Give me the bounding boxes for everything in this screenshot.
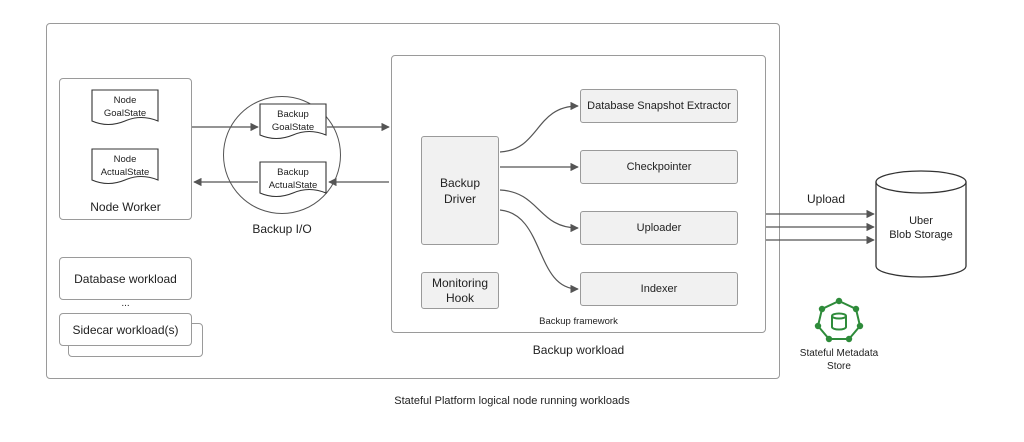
uploader-label: Uploader (636, 222, 682, 234)
backup-workload-label: Backup workload (532, 343, 625, 357)
indexer-label: Indexer (640, 283, 678, 295)
node-actualstate-label: Node ActualState (92, 153, 158, 179)
database-workload-label: Database workload (74, 271, 177, 286)
monitoring-hook-line2: Hook (445, 290, 474, 305)
blob-storage-line1: Uber (909, 215, 933, 227)
node-actualstate-line2: ActualState (100, 167, 150, 178)
node-worker-label: Node Worker (90, 200, 161, 214)
arrow-driver-to-uploader (499, 189, 579, 233)
indexer-box: Indexer (580, 272, 738, 306)
sidecar-workload-label: Sidecar workload(s) (72, 322, 179, 337)
metadata-store-icon (814, 297, 864, 343)
backup-goalstate-line1: Backup (277, 109, 309, 120)
workloads-ellipsis: ... (121, 298, 130, 309)
node-goalstate-label: Node GoalState (92, 94, 158, 120)
backup-driver-line2: Driver (444, 191, 476, 206)
diagram-caption: Stateful Platform logical node running w… (394, 395, 630, 407)
backup-actualstate-doc (259, 161, 327, 198)
backup-goalstate-label: Backup GoalState (260, 108, 326, 134)
backup-goalstate-doc (259, 103, 327, 140)
upload-label: Upload (806, 192, 846, 206)
metadata-store-line2: Store (827, 361, 851, 372)
monitoring-hook-line1: Monitoring (431, 275, 489, 290)
backup-driver-box: Backup Driver (421, 136, 499, 245)
backup-goalstate-line2: GoalState (271, 122, 315, 133)
checkpointer-label: Checkpointer (626, 161, 692, 173)
metadata-store-label: Stateful Metadata Store (784, 347, 894, 373)
backup-io-label: Backup I/O (252, 222, 312, 236)
snapshot-extractor-label: Database Snapshot Extractor (587, 100, 731, 112)
uploader-box: Uploader (580, 211, 738, 245)
node-actualstate-doc (91, 148, 159, 185)
blob-storage-cylinder (875, 170, 967, 278)
monitoring-hook-box: Monitoring Hook (421, 272, 499, 309)
backup-io-circle (223, 96, 341, 214)
backup-actualstate-line1: Backup (277, 167, 309, 178)
arrow-driver-to-indexer (499, 209, 579, 294)
arrow-driver-to-snapshot (499, 101, 579, 153)
backup-actualstate-label: Backup ActualState (260, 166, 326, 192)
node-goalstate-line2: GoalState (103, 108, 147, 119)
checkpointer-box: Checkpointer (580, 150, 738, 184)
metadata-store-line1: Stateful Metadata (799, 348, 879, 359)
node-goalstate-doc (91, 89, 159, 126)
backup-actualstate-line2: ActualState (268, 180, 318, 191)
blob-storage-line2: Blob Storage (889, 229, 953, 241)
snapshot-extractor-box: Database Snapshot Extractor (580, 89, 738, 123)
node-goalstate-line1: Node (113, 95, 137, 106)
backup-driver-line1: Backup (439, 175, 481, 190)
database-workload-box: Database workload (59, 257, 192, 300)
blob-storage-label: Uber Blob Storage (876, 214, 966, 242)
backup-framework-label: Backup framework (539, 316, 618, 327)
sidecar-workload-box: Sidecar workload(s) (59, 313, 192, 346)
node-actualstate-line1: Node (113, 154, 137, 165)
